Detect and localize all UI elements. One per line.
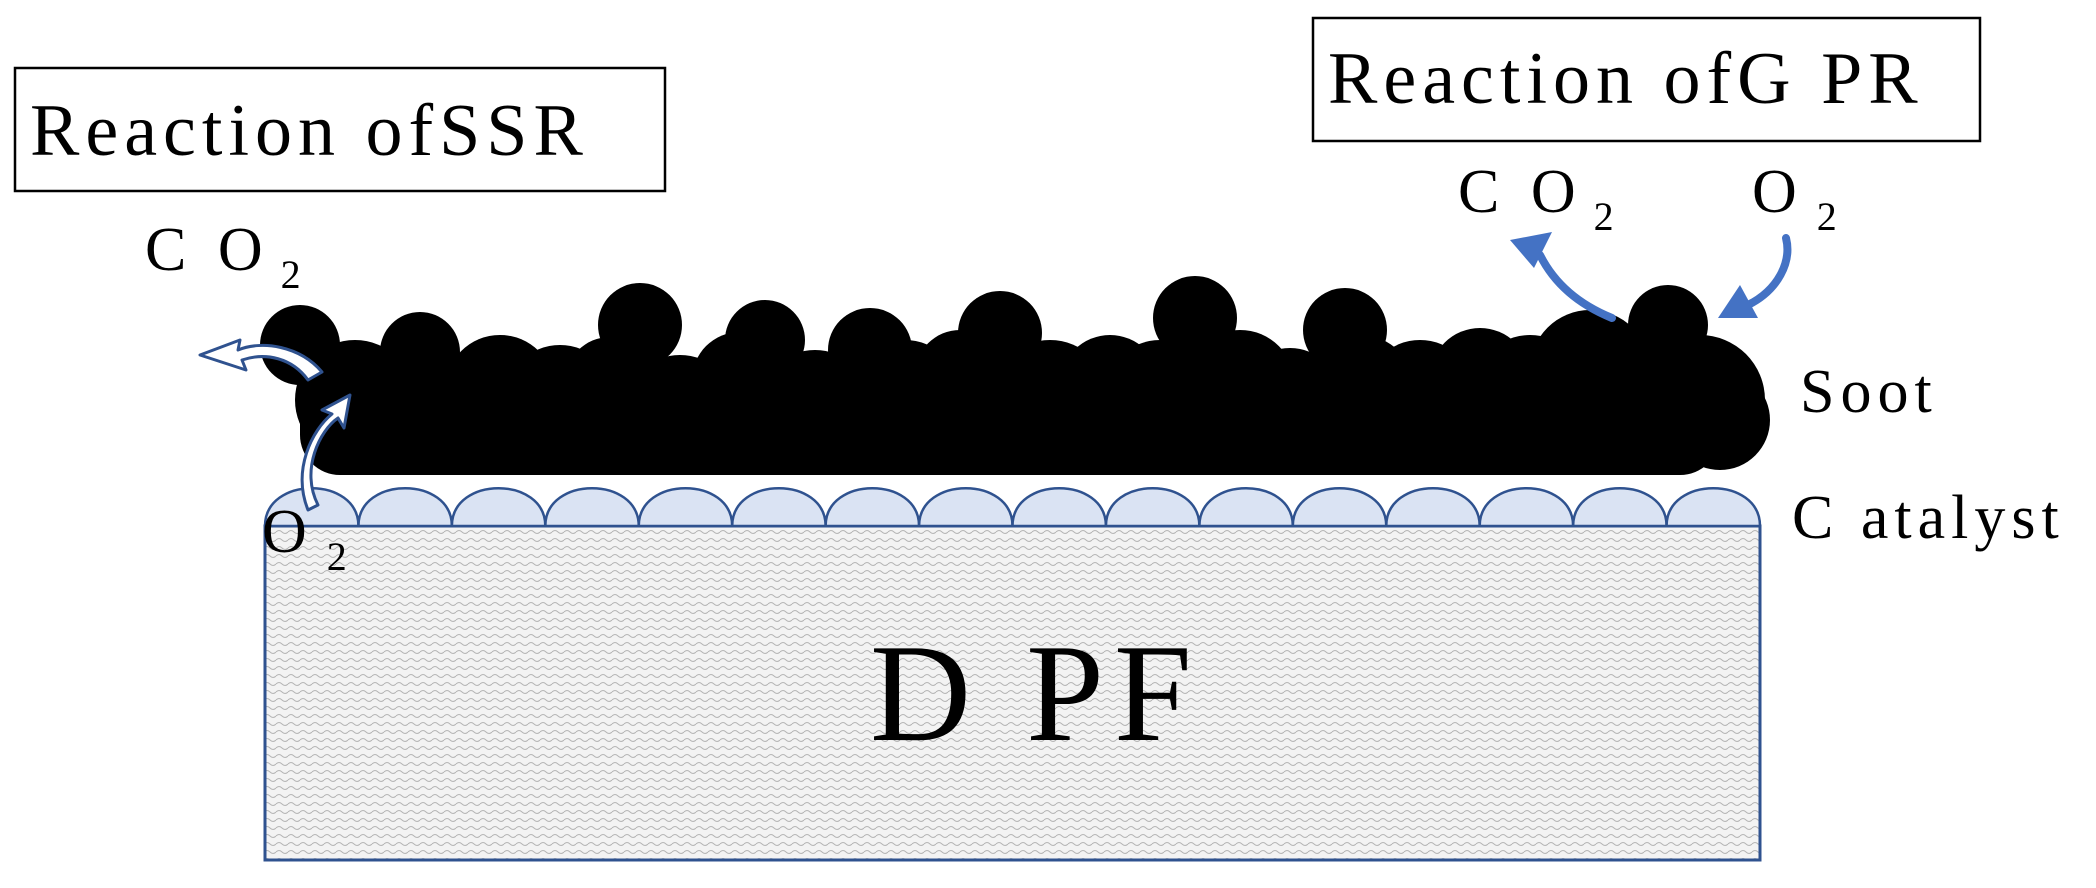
catalyst-particle <box>1384 486 1481 528</box>
soot-particle <box>598 283 682 367</box>
catalyst-particle <box>1291 486 1388 528</box>
catalyst-particle <box>824 486 921 528</box>
soot-particle <box>1210 390 1290 470</box>
gpr-o2-in-arrow <box>1744 234 1792 309</box>
catalyst-particle <box>544 486 641 528</box>
gpr-o2-arrowhead <box>1718 285 1758 318</box>
gpr-co2-arrowhead <box>1510 232 1552 268</box>
gpr-co2-out-arrow <box>1536 251 1616 322</box>
ssr-co2-out-arrow <box>198 338 324 382</box>
catalyst-label: C atalyst <box>1792 484 2065 552</box>
catalyst-particle <box>1198 486 1295 528</box>
catalyst-particle <box>730 486 827 528</box>
catalyst-particle <box>1104 486 1201 528</box>
catalyst-particle <box>1665 486 1762 528</box>
soot-particle <box>1670 370 1770 470</box>
ssr-reaction-label: Reaction ofSSR <box>30 90 589 172</box>
soot-particle <box>840 390 920 470</box>
catalyst-particle <box>1011 486 1108 528</box>
dpf-label: D PF <box>870 616 1202 771</box>
gpr-reaction-box <box>1311 16 1982 143</box>
soot-layer <box>260 276 1770 475</box>
catalyst-particle <box>1478 486 1575 528</box>
dpf-substrate <box>263 524 1762 862</box>
catalyst-particle <box>637 486 734 528</box>
catalyst-particle <box>1571 486 1668 528</box>
gpr-reaction-label: Reaction ofG PR <box>1328 38 1924 120</box>
ssr-reaction-box <box>13 66 667 193</box>
ssr-o2-in-arrow <box>300 393 352 512</box>
catalyst-particle <box>917 486 1014 528</box>
catalyst-particle <box>450 486 547 528</box>
soot-label: Soot <box>1800 358 1938 426</box>
catalyst-particle <box>357 486 454 528</box>
catalyst-layer <box>263 486 1762 528</box>
soot-particle <box>1105 340 1215 450</box>
